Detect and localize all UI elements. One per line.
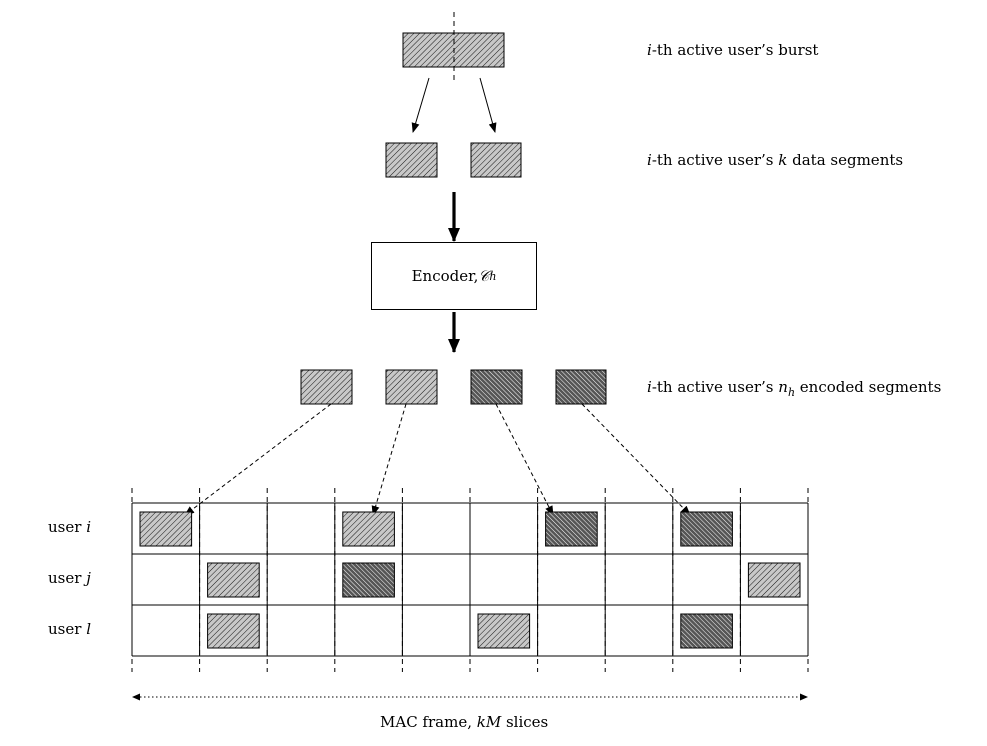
slot-segment-parity-5 bbox=[342, 562, 395, 598]
user-label-l: user l bbox=[48, 620, 91, 638]
map-arrow-3 bbox=[495, 403, 554, 516]
frame-arrowhead-left bbox=[132, 693, 140, 701]
data-label-mid: -th active user’s bbox=[651, 151, 779, 169]
slot-segment-parity-2 bbox=[545, 511, 598, 547]
data-label-k: k bbox=[778, 151, 788, 169]
encoder-symbol: 𝒞 bbox=[478, 267, 490, 285]
user-word: user bbox=[48, 569, 87, 587]
slot-segment-data-8 bbox=[477, 613, 531, 649]
encoded-segment-2 bbox=[385, 369, 438, 405]
enc-label-mid: -th active user’s bbox=[651, 378, 779, 396]
enc-label-i: i bbox=[647, 378, 652, 396]
enc-label-sub: h bbox=[787, 386, 796, 399]
encoded-segment-3 bbox=[470, 369, 523, 405]
map-arrow-1 bbox=[184, 403, 332, 516]
mac-frame-grid bbox=[131, 488, 809, 672]
user-word: user bbox=[48, 518, 87, 536]
frame-label-km: kM bbox=[476, 713, 502, 731]
data-segment-2 bbox=[470, 142, 522, 178]
slot-segment-data-7 bbox=[207, 613, 260, 649]
enc-label-n: n bbox=[778, 378, 788, 396]
encoded-segments-label: i-th active user’s nh encoded segments bbox=[647, 378, 941, 402]
mac-frame-label: MAC frame, kM slices bbox=[380, 713, 548, 731]
slot-segment-parity-3 bbox=[680, 511, 733, 547]
slot-segment-data-1 bbox=[342, 511, 395, 547]
data-segments-label: i-th active user’s k data segments bbox=[647, 151, 903, 169]
enc-label-suffix: encoded segments bbox=[795, 378, 942, 396]
burst-label: i-th active user’s burst bbox=[647, 41, 818, 59]
user-name: l bbox=[86, 620, 91, 638]
data-label-i: i bbox=[647, 151, 652, 169]
split-arrow-left bbox=[411, 77, 430, 133]
user-label-i: user i bbox=[48, 518, 91, 536]
frame-label-suffix: slices bbox=[501, 713, 549, 731]
burst-label-i: i bbox=[647, 41, 652, 59]
user-word: user bbox=[48, 620, 87, 638]
slot-segment-data-4 bbox=[207, 562, 260, 598]
map-arrow-4 bbox=[581, 403, 691, 516]
slot-segment-parity-9 bbox=[680, 613, 733, 649]
data-segment-1 bbox=[385, 142, 438, 178]
map-arrow-2 bbox=[371, 403, 407, 516]
frame-label-text: MAC frame, bbox=[380, 713, 477, 731]
slot-segment-data-0 bbox=[139, 511, 193, 547]
user-name: i bbox=[86, 518, 91, 536]
slot-segment-data-6 bbox=[747, 562, 801, 598]
encoded-segment-1 bbox=[300, 369, 353, 405]
encoder-label: Encoder, bbox=[411, 267, 479, 285]
data-label-suffix: data segments bbox=[787, 151, 904, 169]
user-label-j: user j bbox=[48, 569, 91, 587]
split-arrow-right bbox=[479, 77, 497, 133]
encoded-segment-4 bbox=[555, 369, 607, 405]
burst-label-text: -th active user’s burst bbox=[651, 41, 819, 59]
frame-arrowhead-right bbox=[800, 693, 808, 701]
user-name: j bbox=[86, 569, 91, 587]
encoder-subscript: h bbox=[489, 269, 497, 283]
